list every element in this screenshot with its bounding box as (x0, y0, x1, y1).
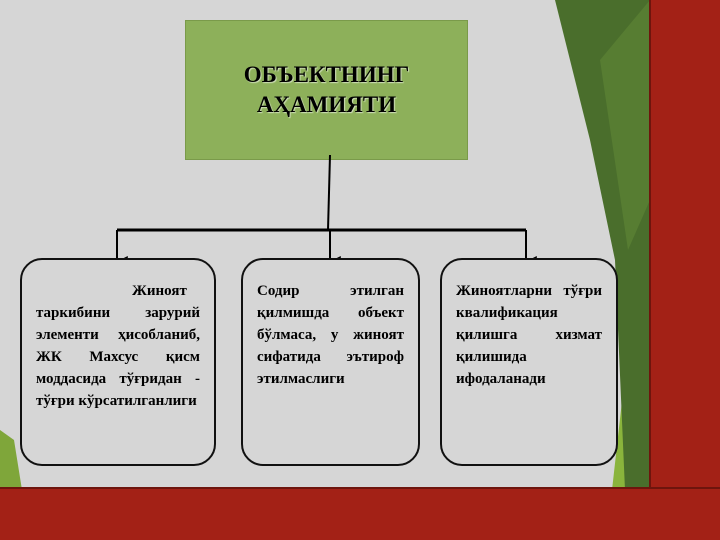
diagram-title: ОБЪЕКТНИНГ АҲАМИЯТИ (244, 60, 409, 120)
right-red-panel (650, 0, 720, 490)
diagram-node-3: Жиноятларни тўғри квалификация қилишга х… (440, 258, 618, 466)
diagram-title-line-1: ОБЪЕКТНИНГ (243, 62, 410, 87)
diagram-node-2: Содир этилган қилмишда объект бўлмаса, у… (241, 258, 420, 466)
diagram-title-box: ОБЪЕКТНИНГ АҲАМИЯТИ (185, 20, 468, 160)
diagram-title-line-2: АҲАМИЯТИ (256, 92, 397, 117)
footer-red-bar (0, 488, 720, 540)
vertical-trunk-line (327, 154, 331, 231)
diagram-node-1-text: Жиноят таркибини зарурий элементи ҳисобл… (36, 283, 200, 409)
diagram-node-3-text: Жиноятларни тўғри квалификация қилишга х… (456, 283, 602, 387)
left-green-stripe (0, 430, 22, 490)
diagram-node-1: Жиноят таркибини зарурий элементи ҳисобл… (20, 258, 216, 466)
right-mid-green-stripe (600, 0, 650, 250)
diagram-node-2-text: Содир этилган қилмишда объект бўлмаса, у… (257, 283, 404, 387)
